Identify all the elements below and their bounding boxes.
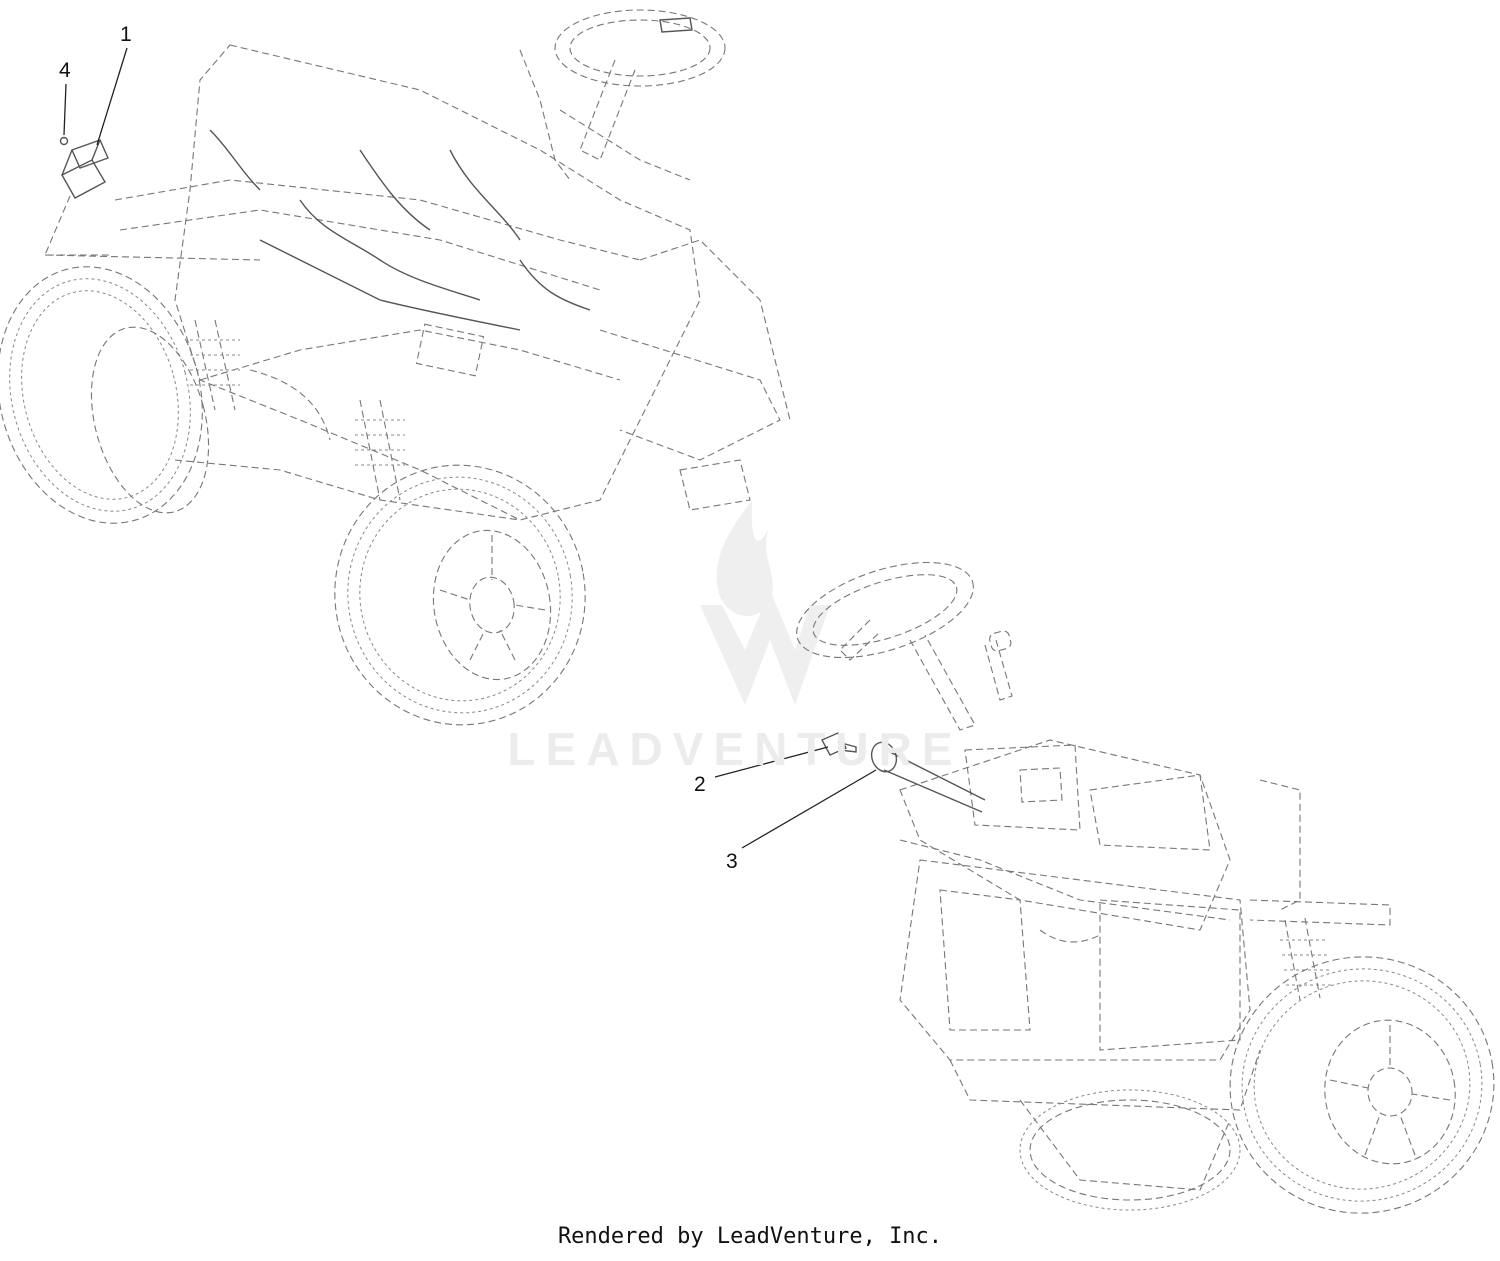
- upper-steering-wheel: [519, 9, 726, 181]
- part-ignition-switch: [870, 741, 986, 813]
- upper-left-wheel: [0, 266, 210, 524]
- callout-3: 3: [726, 850, 738, 873]
- lower-body: [899, 779, 1391, 1191]
- lower-vehicle-assembly: [796, 561, 1495, 1214]
- lower-left-wheel: [1019, 1089, 1241, 1211]
- leader-line-3: [741, 769, 877, 849]
- lower-right-wheel: [1229, 956, 1495, 1214]
- watermark-text: LEADVENTURE: [507, 723, 963, 775]
- upper-frame: [114, 44, 791, 521]
- leader-line-2: [714, 746, 829, 778]
- upper-shock-absorbers: [190, 319, 405, 501]
- leader-line-4: [63, 83, 67, 136]
- callout-2: 2: [694, 773, 706, 796]
- callout-1: 1: [120, 23, 132, 46]
- part-relay: [44, 139, 261, 261]
- leader-line-1: [96, 47, 128, 146]
- part-key: [821, 732, 857, 756]
- lower-shock-absorber: [1280, 917, 1331, 1001]
- upper-vehicle-assembly: [0, 9, 791, 726]
- watermark-logo: [700, 500, 830, 705]
- part-screw: [59, 136, 69, 146]
- upper-right-wheel: [334, 464, 586, 726]
- footer-credit: Rendered by LeadVenture, Inc.: [557, 1224, 943, 1249]
- leader-lines: [63, 47, 877, 849]
- lower-steering-wheel: [796, 561, 1013, 731]
- lower-dash-console: [899, 739, 1231, 931]
- callout-4: 4: [59, 59, 71, 82]
